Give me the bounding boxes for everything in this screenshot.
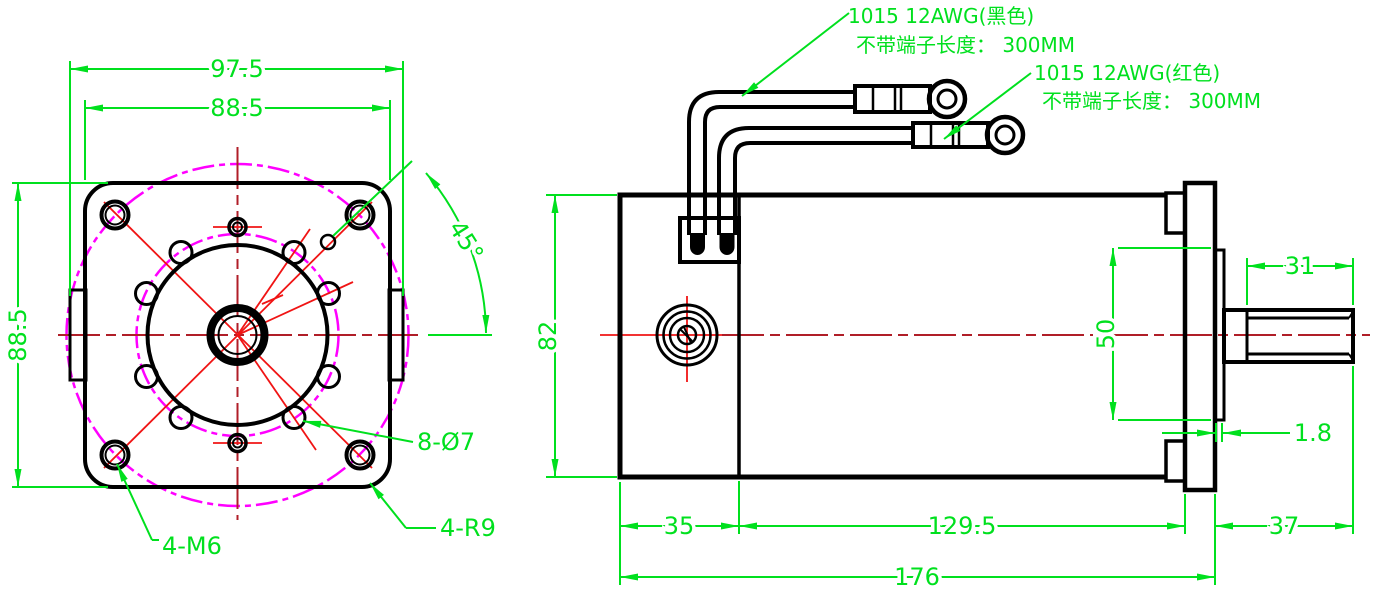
dim-flange-width: 88.5 — [210, 94, 263, 122]
side-view: 1015 12AWG(黑色) 不带端子长度： 300MM 1015 12AWG(… — [531, 4, 1370, 595]
pilot-circle — [145, 243, 330, 427]
terminal-box — [678, 216, 741, 264]
label-hole-pattern: 8-Ø7 — [417, 428, 475, 456]
dim-front-section: 35 — [664, 512, 695, 540]
angle-ray — [332, 160, 413, 237]
shaft-circle — [217, 315, 258, 355]
hole-pattern-8 — [134, 240, 341, 430]
rear-tab-bottom — [1164, 439, 1187, 483]
leader-wire-black — [741, 12, 850, 97]
brush-cap — [655, 303, 719, 367]
label-wire-red-line1: 1015 12AWG(红色) — [1034, 61, 1220, 85]
front-view: 97.5 88.5 88.5 45° 8-Ø7 4-M6 4-R9 — [1, 52, 500, 564]
angle-arc — [425, 172, 490, 334]
leader-hole-pattern — [302, 420, 414, 443]
wire-plug-2 — [719, 233, 735, 255]
label-mounting-holes: 4-M6 — [162, 532, 222, 560]
hole-ray-2 — [237, 281, 354, 336]
motor-body-outline — [617, 192, 1166, 480]
shaft-chamfer-top — [1348, 311, 1354, 319]
dim-shaft-thread-length: 31 — [1285, 252, 1316, 280]
wire-plug-1 — [690, 233, 705, 255]
dim-flange-height: 88.5 — [4, 308, 32, 361]
dim-total-length: 176 — [894, 563, 940, 591]
top-center-hole — [227, 216, 248, 238]
hole-ray-tick — [261, 294, 284, 305]
bottom-center-hole — [227, 432, 248, 454]
label-wire-red-line2: 不带端子长度： 300MM — [1042, 89, 1261, 113]
bottom-center-hole-inner — [232, 437, 243, 449]
top-center-hole-inner — [232, 221, 243, 233]
dim-body-section: 129.5 — [928, 512, 997, 540]
rear-tab-top — [1164, 191, 1187, 235]
dim-hole-angle: 45° — [443, 216, 489, 267]
shaft-chamfer-bottom — [1348, 353, 1354, 361]
hole-ray-1 — [236, 228, 311, 336]
dim-body-height: 82 — [534, 321, 562, 352]
angle-reference-hole — [319, 233, 337, 251]
label-wire-black-line2: 不带端子长度： 300MM — [856, 33, 1075, 57]
leader-mounting-holes — [116, 463, 153, 541]
rear-flange-plate — [1182, 180, 1218, 493]
ring-terminal-red — [911, 114, 1026, 156]
dim-boss-thickness: 1.8 — [1294, 419, 1332, 447]
ring-terminal-black — [853, 78, 968, 120]
flange-outline — [83, 181, 392, 489]
dim-boss-diameter: 50 — [1092, 319, 1120, 350]
label-corner-radius: 4-R9 — [440, 514, 496, 542]
corner-holes-m6 — [99, 199, 376, 471]
dim-shaft-section: 37 — [1269, 512, 1300, 540]
leader-corner-radius — [369, 482, 407, 529]
label-wire-black-line1: 1015 12AWG(黑色) — [848, 4, 1034, 28]
shaft-boss-ring — [206, 304, 269, 366]
leader-wire-red — [943, 72, 1032, 140]
lead-wires — [687, 90, 913, 235]
shaft — [1222, 308, 1355, 364]
dim-overall-width: 97.5 — [210, 55, 263, 83]
